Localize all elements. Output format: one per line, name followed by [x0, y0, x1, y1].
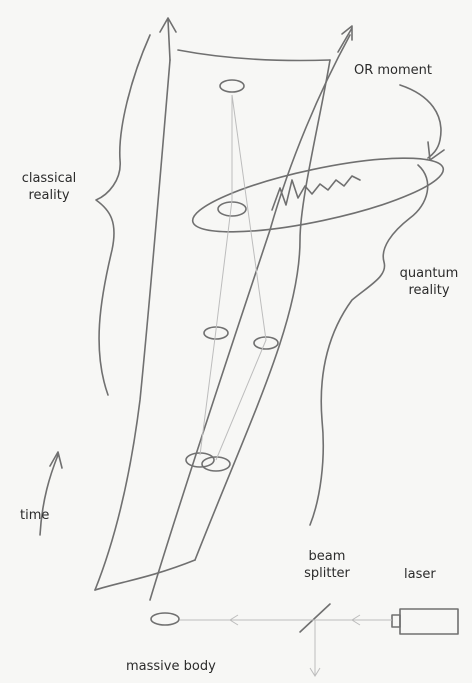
beam-splitter-label: beam splitter: [290, 548, 364, 582]
or-moment-label: OR moment: [354, 62, 432, 79]
sheet-diagonal-line: [150, 35, 350, 600]
time-label: time: [20, 507, 49, 524]
mass-blob-low-left: [186, 453, 214, 467]
massive-body-shape: [151, 613, 179, 625]
massive-body-label: massive body: [126, 658, 216, 675]
laser-device: [400, 609, 458, 634]
classical-reality-line-1: classical: [6, 170, 92, 187]
spacetime-sheet-top-edge: [178, 50, 330, 61]
laser-aperture: [392, 615, 400, 627]
or-moment-arrow: [400, 85, 444, 160]
beam-splitter-line-2: splitter: [290, 565, 364, 582]
beam-splitter-line-1: beam: [290, 548, 364, 565]
classical-reality-label: classical reality: [6, 170, 92, 204]
classical-reality-line-2: reality: [6, 187, 92, 204]
or-moment-ellipse: [187, 143, 448, 247]
top-right-arrow: [338, 26, 352, 52]
mass-blob-or: [218, 202, 246, 216]
mass-blob-top: [220, 80, 244, 92]
quantum-reality-label: quantum reality: [394, 265, 464, 299]
spacetime-sheet-right-edge: [195, 60, 330, 560]
faint-worldline-2: [216, 95, 266, 460]
quantum-reality-line-2: reality: [394, 282, 464, 299]
spacetime-sheet-bottom-edge: [95, 560, 195, 590]
spacetime-sheet-left-edge: [95, 60, 170, 590]
faint-worldline-1: [200, 95, 232, 455]
laser-label: laser: [404, 566, 436, 583]
quantum-reality-line-1: quantum: [394, 265, 464, 282]
classical-reality-brace: [96, 35, 150, 395]
top-left-arrow: [160, 18, 176, 60]
